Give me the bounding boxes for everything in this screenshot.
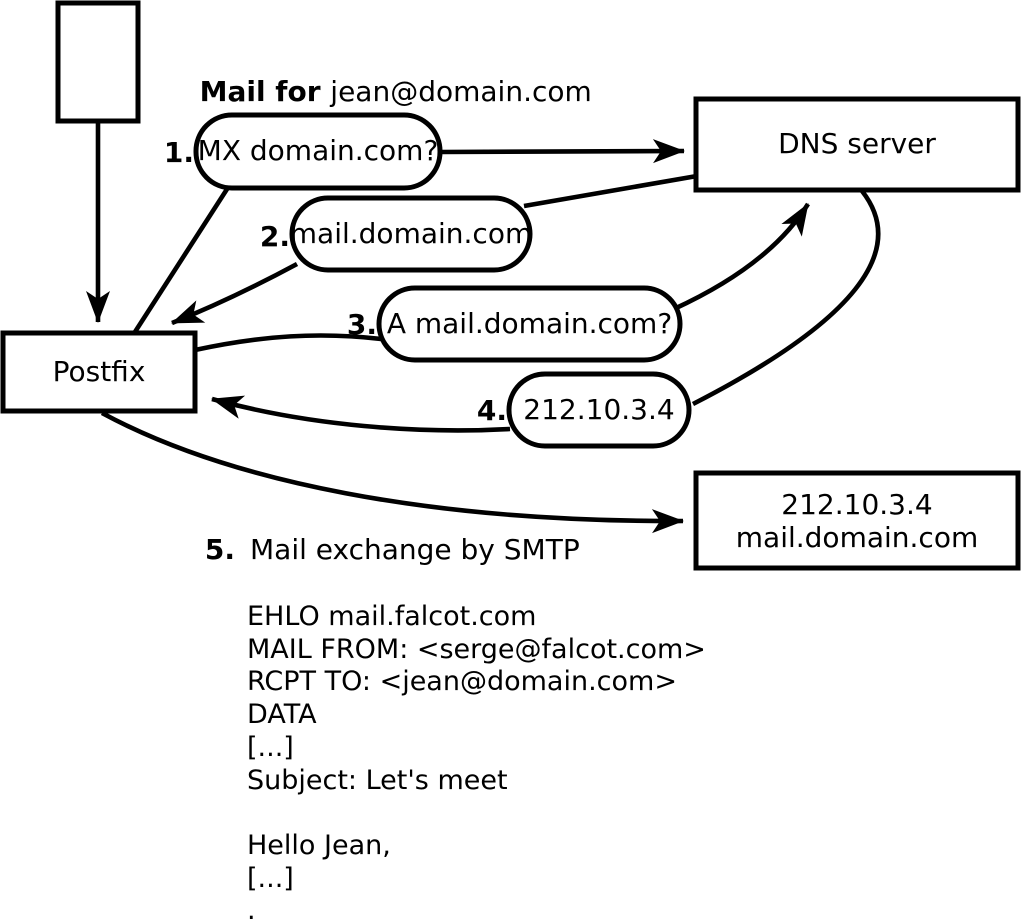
step-2-label: mail.domain.com (289, 216, 533, 250)
dns-server-box (693, 96, 1021, 193)
postfix-label: Postfix (52, 354, 146, 388)
dns-server-label: DNS server (778, 127, 936, 161)
title-email: jean@domain.com (330, 75, 592, 109)
smtp-session-line: DATA (247, 699, 317, 731)
smtp-session-line: Subject: Let's meet (247, 764, 508, 796)
step-2-bubble (289, 195, 533, 273)
step-2-number: 2. (259, 220, 290, 253)
smtp-session-line (247, 797, 706, 830)
step-5-label: Mail exchange by SMTP (250, 533, 580, 566)
step-5-number: 5. (204, 533, 235, 566)
mail-message-box (55, 0, 141, 124)
arrow-reply2-to-postfix (171, 261, 299, 326)
postfix-box (0, 330, 198, 414)
line-postfix-to-query1 (131, 184, 231, 337)
step-4-bubble (506, 371, 692, 449)
step-3-bubble (376, 285, 683, 363)
smtp-session-line: [...] (247, 862, 294, 894)
step-1-bubble (193, 112, 443, 191)
smtp-session-line: MAIL FROM: <serge@falcot.com> (247, 633, 706, 665)
smtp-session-line: Hello Jean, (247, 829, 391, 861)
line-dns-to-reply4 (691, 189, 881, 407)
line-postfix-to-query3 (194, 333, 391, 353)
mail-server-ip: 212.10.3.4 (781, 487, 933, 521)
mail-server-hostname: mail.domain.com (735, 520, 979, 554)
mail-server-box (693, 470, 1021, 571)
line-dns-to-reply2 (523, 173, 698, 209)
smtp-session-line: EHLO mail.falcot.com (247, 601, 537, 632)
step-3-number: 3. (346, 308, 377, 341)
smtp-session-transcript: EHLO mail.falcot.com MAIL FROM: <serge@f… (247, 601, 706, 919)
arrow-query3-to-dns (673, 202, 810, 312)
title-prefix: Mail for (199, 75, 331, 109)
step-4-label: 212.10.3.4 (523, 392, 675, 426)
step-3-label: A mail.domain.com? (386, 306, 673, 340)
smtp-session-line: [...] (247, 731, 294, 763)
step-4-number: 4. (476, 394, 507, 427)
step-1-label: MX domain.com? (197, 134, 439, 168)
diagram-title: Mail for jean@domain.com (164, 44, 592, 141)
arrow-query1-to-dns (440, 139, 685, 164)
step-1-number: 1. (163, 136, 194, 169)
mail-server-label: 212.10.3.4 mail.domain.com (696, 473, 1018, 568)
smtp-session-line: . (247, 895, 256, 919)
smtp-session-line: RCPT TO: <jean@domain.com> (247, 666, 677, 698)
arrow-postfix-to-mailserver-smtp (100, 410, 684, 534)
arrow-reply4-to-postfix (211, 395, 511, 433)
